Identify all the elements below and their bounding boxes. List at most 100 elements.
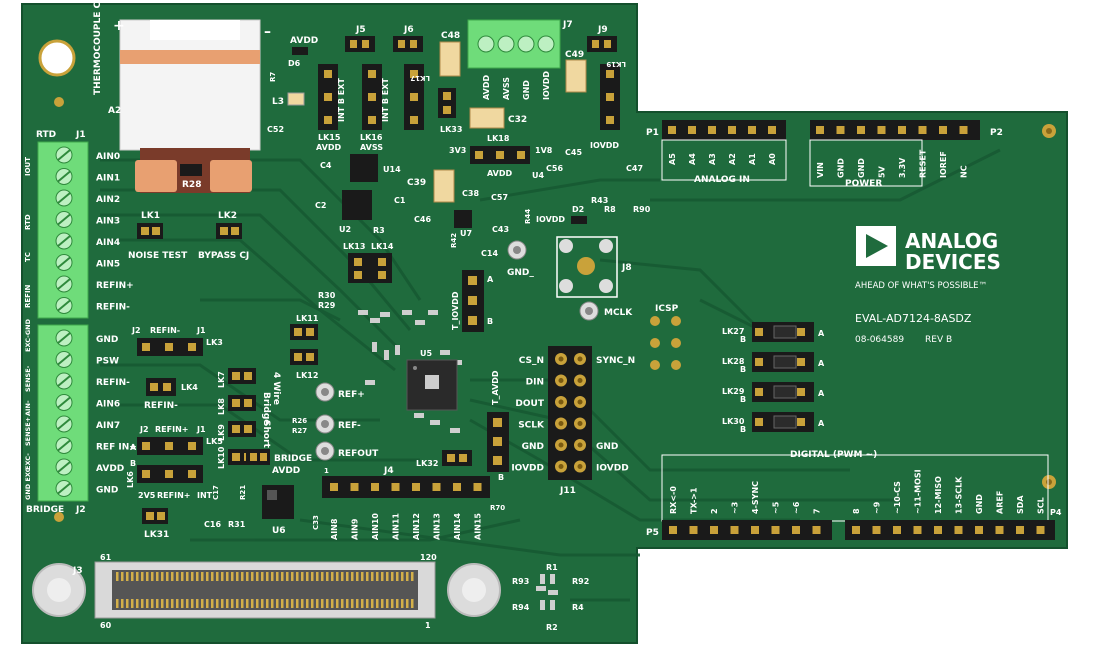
c49-cap	[565, 59, 587, 93]
ref-minus-test-point[interactable]	[315, 414, 335, 434]
mclk-test-point[interactable]	[579, 301, 599, 321]
j4-header[interactable]	[322, 476, 490, 498]
lk6-2v5-label: 2V5	[138, 491, 156, 500]
r70-label: R70	[490, 504, 505, 512]
lk30-label: LK30	[722, 417, 745, 426]
p5-pin-label: ~5	[772, 501, 781, 514]
r26-label: R26	[292, 417, 307, 425]
j2-pin-label: GND	[96, 486, 118, 496]
r1-label: R1	[546, 563, 558, 572]
j2-side-label: SENSE+	[24, 417, 32, 446]
j5-header[interactable]	[345, 36, 375, 52]
p4-pin-label: GND	[975, 494, 984, 514]
p4-pin	[852, 526, 860, 534]
lk19-label: LK19	[606, 60, 626, 68]
lk30-jumper[interactable]	[752, 412, 814, 432]
p1-pin-label: A4	[688, 153, 697, 165]
p5-pin	[669, 526, 677, 534]
p1-pin	[708, 126, 716, 134]
j1-pin-label: AIN5	[96, 260, 120, 270]
v18-label: 1V8	[535, 146, 553, 155]
lk28-b-label: B	[740, 365, 746, 374]
p5-pin	[689, 526, 698, 534]
p4-pin-label: 13-SCLK	[955, 476, 964, 514]
j4-pin	[371, 483, 379, 491]
lk12-label: LK12	[296, 371, 318, 380]
p1-pin-label: A3	[708, 153, 717, 165]
a2-label: A2	[108, 106, 121, 116]
gnd-test-point[interactable]	[507, 240, 527, 260]
j9-header[interactable]	[587, 36, 617, 52]
j4-pin	[330, 483, 338, 491]
lk12-jumper[interactable]	[290, 349, 318, 365]
analog-devices-triangle-icon	[856, 226, 896, 266]
lk31-jumper[interactable]	[142, 508, 168, 524]
icsp-header[interactable]	[650, 316, 681, 370]
mclk-label: MCLK	[604, 308, 633, 318]
p5-header[interactable]	[662, 520, 832, 540]
lk29-b-label: B	[740, 395, 746, 404]
j4-pin1-label: 1	[324, 467, 329, 475]
lk1-jumper[interactable]	[137, 223, 163, 239]
v33-label: 3V3	[449, 146, 466, 155]
j4-ain-label: AIN13	[433, 513, 442, 540]
board-name: EVAL-AD7124-8ASDZ	[855, 312, 972, 325]
j7-iovdd-label: IOVDD	[542, 71, 551, 100]
t-avdd-header[interactable]	[487, 412, 509, 472]
r44-label: R44	[524, 209, 532, 224]
c17-label: C17	[212, 485, 220, 500]
j3-connector	[94, 561, 436, 619]
j1-side-label: REFIN	[24, 284, 32, 308]
c46-label: C46	[414, 215, 431, 224]
lk13-lk14-jumpers[interactable]	[348, 253, 392, 283]
j1-pin-label: REFIN+	[96, 281, 134, 291]
c14-label: C14	[481, 249, 498, 258]
lk33-jumper[interactable]	[438, 88, 456, 118]
lk17-jumper[interactable]	[404, 64, 424, 130]
lk11-jumper[interactable]	[290, 324, 318, 340]
thermocouple-connector-label: THERMOCOUPLE CONNECTOR	[93, 0, 103, 95]
c43-label: C43	[492, 225, 509, 234]
lk5-b-label: B	[130, 459, 136, 468]
j6-header[interactable]	[393, 36, 423, 52]
c33-label: C33	[312, 515, 320, 530]
p1-header[interactable]	[662, 120, 786, 140]
lk3-jumper[interactable]	[137, 338, 203, 356]
lk19-jumper[interactable]	[600, 64, 620, 130]
u2-label: U2	[339, 225, 351, 234]
icsp-label: ICSP	[655, 304, 679, 314]
p5-pin-label: RX<-0	[669, 486, 678, 514]
p4-header[interactable]	[845, 520, 1055, 540]
lk29-jumper[interactable]	[752, 382, 814, 402]
lk27-jumper[interactable]	[752, 322, 814, 342]
p2-pin-label: GND	[857, 158, 866, 178]
bridge-side-label: Bridge	[261, 392, 271, 425]
lk27-label: LK27	[722, 327, 744, 336]
j11-header[interactable]	[548, 346, 592, 480]
lk16-jumper[interactable]	[362, 64, 382, 130]
ref-plus-test-point[interactable]	[315, 382, 335, 402]
refout-test-point[interactable]	[315, 441, 335, 461]
lk5-jumper[interactable]	[137, 437, 203, 455]
bridge-avdd-jumper[interactable]	[246, 449, 270, 465]
d2-led	[571, 216, 587, 224]
lk28-jumper[interactable]	[752, 352, 814, 372]
j7-avss-label: AVSS	[502, 77, 511, 100]
p2-header[interactable]	[810, 120, 980, 140]
j3-label: J3	[72, 566, 83, 576]
lk4-jumper[interactable]	[146, 378, 176, 396]
j11-left-label: IOVDD	[511, 464, 544, 474]
lk18-jumper[interactable]	[470, 146, 530, 164]
u6-label: U6	[272, 526, 286, 536]
j4-ain-label: AIN11	[392, 513, 401, 540]
t-iovdd-header[interactable]	[462, 270, 484, 332]
lk32-jumper[interactable]	[442, 450, 472, 466]
j2-pin-label: AIN6	[96, 400, 120, 410]
j11-right-label: IOVDD	[596, 464, 629, 474]
r94-label: R94	[512, 603, 530, 612]
lk6-jumper[interactable]	[137, 465, 203, 483]
lk2-jumper[interactable]	[216, 223, 242, 239]
ref-plus-label: REF+	[338, 390, 365, 400]
lk15-jumper[interactable]	[318, 64, 338, 130]
r31-label: R31	[228, 520, 246, 529]
